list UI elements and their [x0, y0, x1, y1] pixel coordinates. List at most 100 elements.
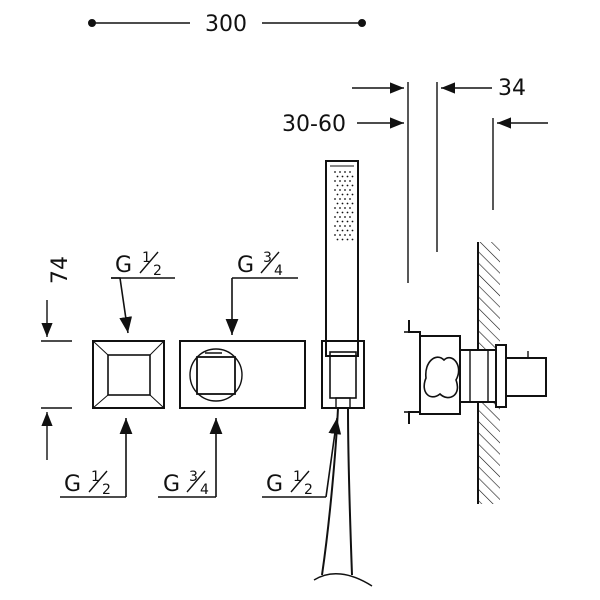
spray-hole [346, 202, 349, 205]
spray-hole [339, 234, 341, 236]
thread-numerator: 3 [263, 250, 272, 266]
spray-hole [351, 184, 354, 187]
spray-hole [334, 234, 336, 236]
spray-hole [336, 193, 339, 196]
spray-hole [349, 207, 351, 209]
spray-hole [336, 211, 339, 214]
spray-hole [346, 211, 349, 214]
spray-hole [341, 184, 344, 187]
spray-hole [349, 234, 351, 236]
spray-hole [349, 180, 351, 182]
valve-body-cutout [423, 356, 460, 399]
thread-numerator: 1 [142, 250, 151, 266]
thermostat-knob [196, 356, 236, 395]
width-dimension-label: 300 [205, 12, 247, 37]
spray-hole [351, 202, 354, 205]
spray-hole [334, 225, 336, 227]
spray-hole [339, 216, 341, 218]
bevel-line-bl [92, 394, 109, 409]
fraction-slash [260, 251, 280, 274]
spray-hole [334, 171, 336, 173]
spray-hole [344, 171, 346, 173]
thread-prefix: G [115, 253, 132, 278]
valve-body [419, 335, 461, 415]
spray-hole [351, 175, 354, 178]
leader-shower-bottom [325, 417, 342, 498]
depth-dimension-label: 30-60 [282, 112, 346, 137]
thermostat-plate [179, 340, 306, 409]
spray-hole [344, 198, 346, 200]
hand-shower [325, 160, 359, 357]
width-dim-dot-left [88, 18, 97, 27]
spray-hole [351, 211, 354, 214]
shower-holder-socket [329, 351, 357, 399]
thread-denominator: 4 [274, 263, 283, 279]
spray-hole [336, 184, 339, 187]
height-dimension-label: 74 [48, 256, 73, 284]
spray-hole [349, 225, 351, 227]
thread-label-left-bottom: G 1 2 [64, 469, 111, 498]
bevel-line-br [149, 394, 165, 409]
fraction-slash [186, 470, 206, 493]
width-dim-dot-right [357, 18, 366, 27]
spray-holes-icon [334, 171, 354, 241]
thread-prefix: G [64, 472, 81, 497]
thread-denominator: 4 [200, 482, 209, 498]
spray-hole [344, 234, 346, 236]
spray-hole [341, 193, 344, 196]
spray-hole [339, 207, 341, 209]
spray-hole [344, 216, 346, 218]
spray-hole [339, 189, 341, 191]
spray-hole [339, 180, 341, 182]
fraction-slash [139, 251, 159, 274]
spray-hole [336, 220, 339, 223]
leader-left-top [111, 277, 133, 334]
mounting-bracket [408, 320, 421, 424]
spray-hole [349, 171, 351, 173]
spray-hole [341, 175, 344, 178]
spray-hole [336, 175, 339, 178]
spray-hole [336, 202, 339, 205]
protrusion-dimension-label: 34 [498, 76, 526, 101]
spray-hole [351, 220, 354, 223]
stop-valve-plate [92, 340, 165, 409]
spray-hole [346, 220, 349, 223]
spray-hole [351, 238, 354, 241]
fraction-slash [88, 470, 108, 493]
connection-leaders [60, 277, 342, 498]
stop-valve-cover [92, 340, 165, 409]
spray-hole [344, 189, 346, 191]
shower-outlet [335, 397, 351, 409]
thread-numerator: 1 [293, 469, 302, 485]
thread-label-left-top: G 1 2 [115, 250, 162, 279]
spray-hole [346, 184, 349, 187]
spray-hole [341, 220, 344, 223]
spray-hole [334, 207, 336, 209]
spray-hole [351, 229, 354, 232]
thread-prefix: G [163, 472, 180, 497]
hose-line-right [347, 407, 353, 576]
spray-hole [334, 216, 336, 218]
spray-hole [339, 225, 341, 227]
depth-dimension [352, 82, 548, 283]
spray-hole [336, 238, 339, 241]
hose-curve [313, 573, 373, 587]
spray-hole [341, 211, 344, 214]
spray-hole [346, 193, 349, 196]
spray-hole [339, 198, 341, 200]
thread-prefix: G [237, 253, 254, 278]
spray-hole [341, 238, 344, 241]
spray-hole [346, 175, 349, 178]
spray-hole [349, 198, 351, 200]
spray-hole [344, 225, 346, 227]
thread-prefix: G [266, 472, 283, 497]
thread-numerator: 3 [189, 469, 198, 485]
spray-hole [334, 189, 336, 191]
spray-hole [341, 229, 344, 232]
cover-plate-edge [495, 344, 507, 408]
spray-hole [346, 229, 349, 232]
spray-hole [349, 189, 351, 191]
spray-hole [346, 238, 349, 241]
fraction-slash [290, 470, 310, 493]
